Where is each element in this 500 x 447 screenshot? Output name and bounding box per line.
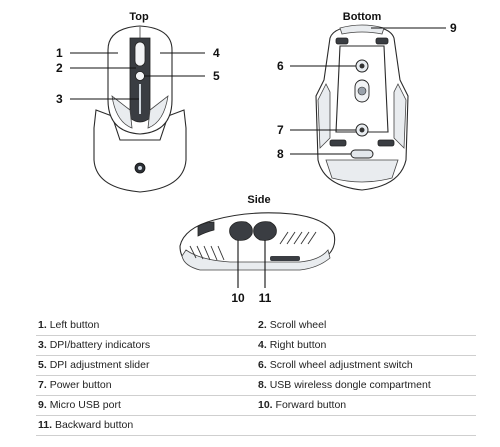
bottom-view: Bottom 6 7 8 9	[277, 11, 457, 191]
bottom-view-title: Bottom	[343, 11, 382, 23]
legend-item-9: 9. Micro USB port	[36, 395, 256, 416]
callout-8: 8	[277, 147, 284, 161]
callout-9: 9	[450, 21, 457, 35]
callout-10: 10	[231, 291, 245, 305]
callout-6: 6	[277, 59, 284, 73]
legend-item-11: 11. Backward button	[36, 415, 256, 436]
top-scroll-wheel	[134, 41, 146, 67]
legend-row: 7. Power button 8. USB wireless dongle c…	[36, 375, 476, 396]
callout-2: 2	[56, 61, 63, 75]
top-dpi-slider	[135, 71, 145, 81]
legend-item-1: 1. Left button	[36, 316, 256, 336]
legend-empty-cell	[256, 415, 476, 436]
legend-item-10: 10. Forward button	[256, 395, 476, 416]
legend-item-5: 5. DPI adjustment slider	[36, 355, 256, 376]
top-view-base	[93, 109, 187, 193]
legend-item-4: 4. Right button	[256, 335, 476, 356]
callout-11: 11	[259, 291, 272, 305]
legend-item-6: 6. Scroll wheel adjustment switch	[256, 355, 476, 376]
mouse-diagram: Top 1 2 3 4 5 Bottom	[56, 11, 457, 305]
legend-item-2: 2. Scroll wheel	[256, 316, 476, 336]
legend-row: 11. Backward button	[36, 415, 476, 436]
legend-table: 1. Left button 2. Scroll wheel 3. DPI/ba…	[36, 316, 476, 436]
callout-7: 7	[277, 123, 284, 137]
legend-row: 9. Micro USB port 10. Forward button	[36, 395, 476, 416]
top-view-title: Top	[129, 11, 149, 23]
legend-item-7: 7. Power button	[36, 375, 256, 396]
side-view-title: Side	[247, 194, 270, 206]
legend-item-8: 8. USB wireless dongle compartment	[256, 375, 476, 396]
legend-row: 3. DPI/battery indicators 4. Right butto…	[36, 335, 476, 356]
bottom-dongle-compartment	[350, 149, 374, 159]
side-backward-button	[253, 221, 277, 241]
legend-item-3: 3. DPI/battery indicators	[36, 335, 256, 356]
legend-row: 1. Left button 2. Scroll wheel	[36, 316, 476, 336]
callout-4: 4	[213, 46, 220, 60]
legend-row: 5. DPI adjustment slider 6. Scroll wheel…	[36, 355, 476, 376]
callout-1: 1	[56, 46, 63, 60]
callout-3: 3	[56, 92, 63, 106]
callout-5: 5	[213, 69, 220, 83]
side-forward-button	[229, 221, 253, 241]
top-view: Top 1 2 3 4 5	[56, 11, 220, 193]
side-view: Side 10 11	[179, 194, 336, 305]
